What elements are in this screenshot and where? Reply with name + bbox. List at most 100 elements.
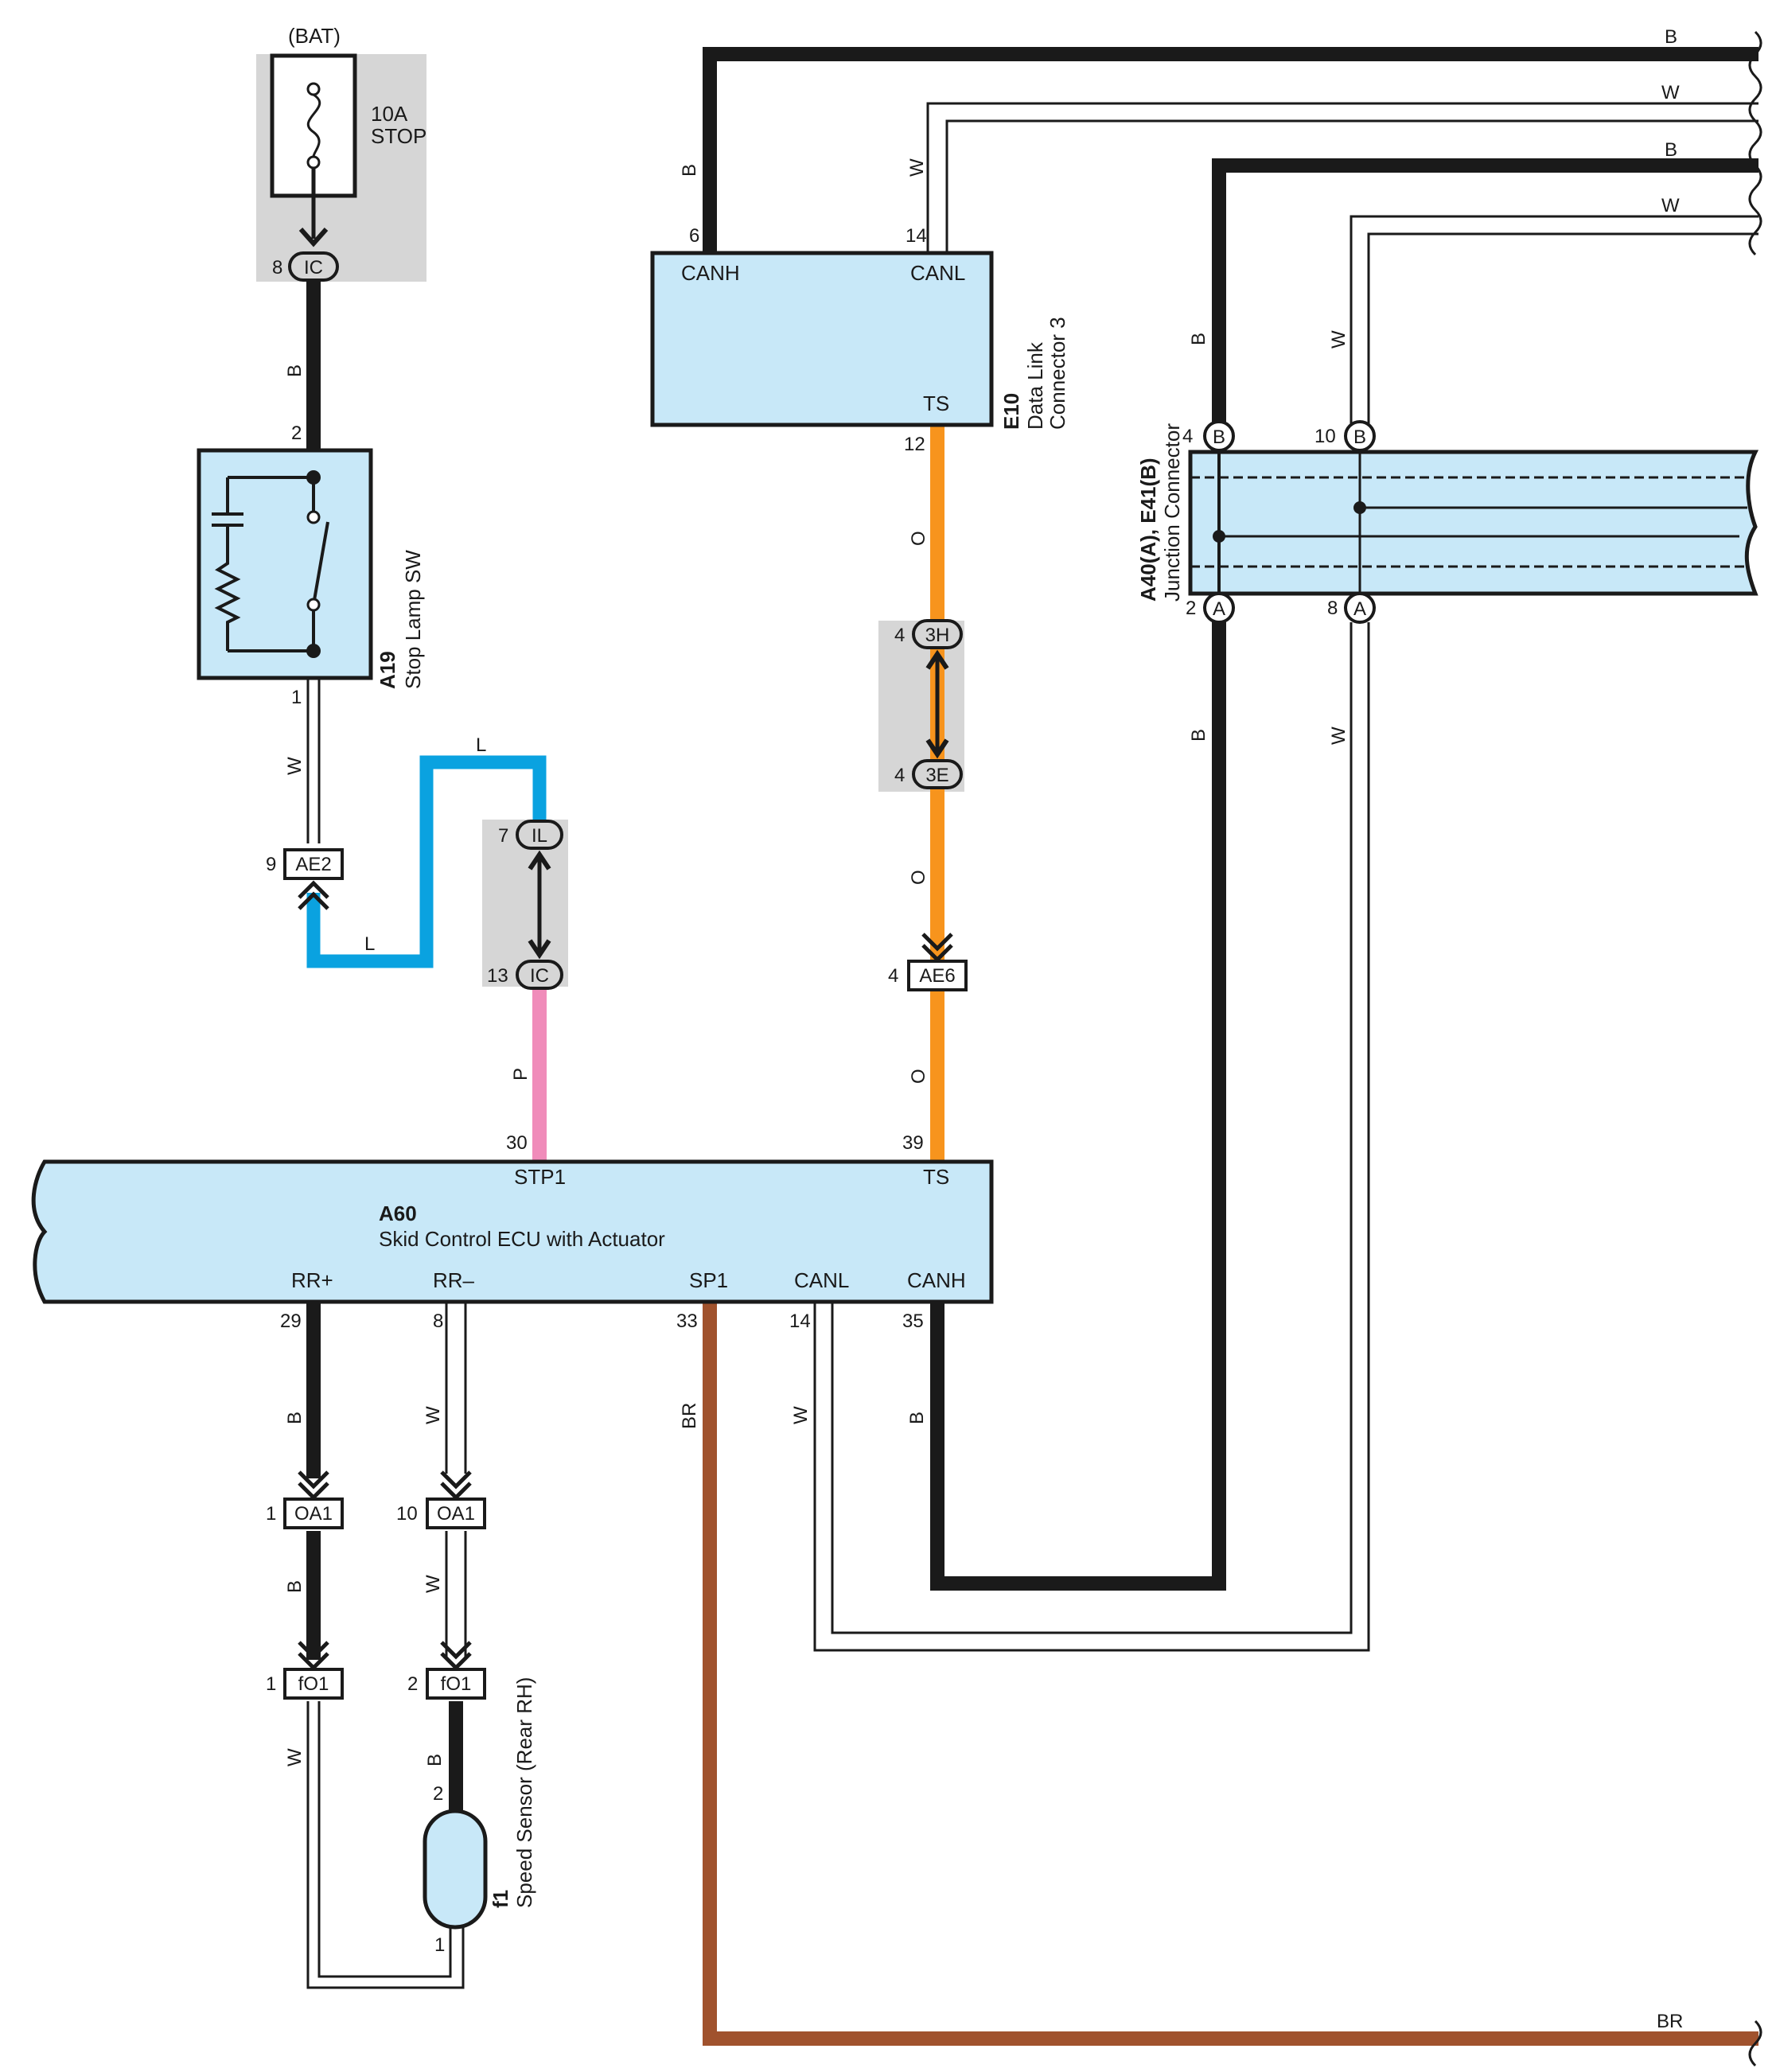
wire-label-l-1: L xyxy=(364,933,375,955)
connector-oa1-1 xyxy=(283,1498,344,1529)
battery-label: (BAT) xyxy=(288,24,341,48)
connector-fo1-1 xyxy=(283,1668,344,1700)
connector-oa1-10-name: OA1 xyxy=(437,1503,475,1525)
connector-oa1-1-pin: 1 xyxy=(266,1503,276,1525)
dlc-name-2: Connector 3 xyxy=(1046,317,1069,430)
connector-il-7-name: IL xyxy=(532,825,547,847)
wire-label-w-j1: W xyxy=(1328,330,1350,349)
connector-3e-name: 3E xyxy=(925,765,948,786)
ecu-pin-35: 35 xyxy=(902,1311,924,1332)
wire-label-w-rrm: W xyxy=(423,1406,444,1424)
ecu-pin-rrm-label: RR– xyxy=(433,1268,475,1292)
wire-w-junction-ecu xyxy=(813,622,1370,1652)
wire-label-o-2: O xyxy=(908,870,929,885)
switch-node-1 xyxy=(306,470,321,485)
ecu-pin-8: 8 xyxy=(433,1311,443,1332)
connector-oa1-10 xyxy=(426,1498,486,1529)
connector-ic-13-pin: 13 xyxy=(487,965,508,987)
data-link-connector xyxy=(650,251,994,427)
wire-label-l-2: L xyxy=(476,734,486,756)
connector-3h-pin: 4 xyxy=(894,625,905,646)
wire-label-w-j2: W xyxy=(1328,726,1350,745)
fuse-terminal-top xyxy=(306,82,321,96)
wire-w-dlc-canl xyxy=(926,102,1758,253)
wire-label-b-fo1: B xyxy=(424,1754,446,1766)
connector-a-8 xyxy=(1344,592,1376,624)
speed-sensor xyxy=(423,1809,488,1930)
connector-ae6-name: AE6 xyxy=(919,965,955,987)
connector-ae6-pin: 4 xyxy=(888,965,898,987)
ecu-code: A60 xyxy=(379,1202,417,1225)
connector-b-10-name: B xyxy=(1353,426,1366,448)
sensor-pin-1: 1 xyxy=(434,1934,445,1956)
wire-b-junction xyxy=(1212,158,1758,434)
ae2-chevrons xyxy=(298,880,329,910)
3h-3e-arrows xyxy=(925,649,949,759)
sensor-code: f1 xyxy=(489,1890,512,1908)
wire-label-b-j2: B xyxy=(1188,729,1209,742)
ecu-pin-30: 30 xyxy=(506,1132,528,1154)
connector-b-4-name: B xyxy=(1213,426,1225,448)
wire-label-b-oa1: B xyxy=(284,1580,306,1593)
connector-ae2-name: AE2 xyxy=(295,854,331,875)
dlc-pin-canh-label: CANH xyxy=(681,261,740,285)
sw-code: A19 xyxy=(376,651,399,689)
sw-pin-1: 1 xyxy=(291,687,302,708)
il-ic-arrows xyxy=(528,850,551,960)
edge-label-b-1: B xyxy=(1665,26,1677,48)
connector-fo1-1-pin: 1 xyxy=(266,1673,276,1695)
dlc-pin-canl-label: CANL xyxy=(910,261,965,285)
fo1-2-chevrons xyxy=(440,1641,472,1671)
ecu-name: Skid Control ECU with Actuator xyxy=(379,1227,665,1251)
ecu-pin-33: 33 xyxy=(676,1311,698,1332)
wire-label-w-1: W xyxy=(284,757,306,775)
edge-label-b-2: B xyxy=(1665,139,1677,161)
dlc-pin-6: 6 xyxy=(689,225,699,247)
connector-3e xyxy=(912,759,963,789)
switch-node-4 xyxy=(306,644,321,658)
connector-fo1-2-pin: 2 xyxy=(407,1673,418,1695)
wire-b-junction-ecu xyxy=(930,621,1226,1591)
wire-br-sp1 xyxy=(703,1303,1758,2046)
wire-break-marks xyxy=(1748,30,1762,2067)
fuse-element xyxy=(306,93,321,158)
connector-ae2 xyxy=(283,848,344,880)
wire-label-o-3: O xyxy=(908,1069,929,1084)
connector-fo1-2-name: fO1 xyxy=(441,1673,472,1695)
ecu-pin-sp1-label: SP1 xyxy=(689,1268,728,1292)
connector-ic-13 xyxy=(516,960,563,990)
connector-ae2-pin: 9 xyxy=(266,854,276,875)
ecu-pin-ts-label: TS xyxy=(923,1165,949,1189)
connector-b-4 xyxy=(1203,420,1235,452)
ecu-pin-stp1-label: STP1 xyxy=(514,1165,566,1189)
connector-ic-8-name: IC xyxy=(304,257,323,278)
edge-label-w-1: W xyxy=(1661,82,1680,103)
sw-pin-2: 2 xyxy=(291,423,302,444)
dlc-name-1: Data Link xyxy=(1023,341,1047,430)
connector-3e-pin: 4 xyxy=(894,765,905,786)
connector-ae6 xyxy=(907,960,968,991)
wire-w-junction-top xyxy=(1350,215,1758,434)
sensor-pin-2: 2 xyxy=(433,1783,443,1805)
connector-a-2-name: A xyxy=(1213,598,1225,620)
connector-ic-8 xyxy=(288,251,339,282)
switch-node-2 xyxy=(306,510,321,524)
ecu-pin-14: 14 xyxy=(789,1311,811,1332)
wire-label-b-canh: B xyxy=(906,1412,928,1424)
wire-w-fo1-sensor xyxy=(306,1701,465,1989)
ecu-pin-canh-label: CANH xyxy=(907,1268,966,1292)
ecu-pin-29: 29 xyxy=(280,1311,302,1332)
connector-a-2 xyxy=(1203,592,1235,624)
wire-label-w-dlc: W xyxy=(906,158,928,177)
wire-b-dlc-canh xyxy=(703,47,1758,253)
junction-node-b xyxy=(1213,530,1225,543)
switch-node-3 xyxy=(306,598,321,612)
fuse-name: STOP xyxy=(371,124,426,148)
wire-w-switch-ae2 xyxy=(306,678,321,843)
connector-il-7 xyxy=(516,820,563,850)
connector-b-4-pin: 4 xyxy=(1182,426,1193,447)
connector-ic-13-name: IC xyxy=(530,965,549,987)
connector-b-10-pin: 10 xyxy=(1314,426,1336,447)
fuse-arrow xyxy=(298,228,329,247)
junction-name: Junction Connector xyxy=(1160,423,1184,602)
